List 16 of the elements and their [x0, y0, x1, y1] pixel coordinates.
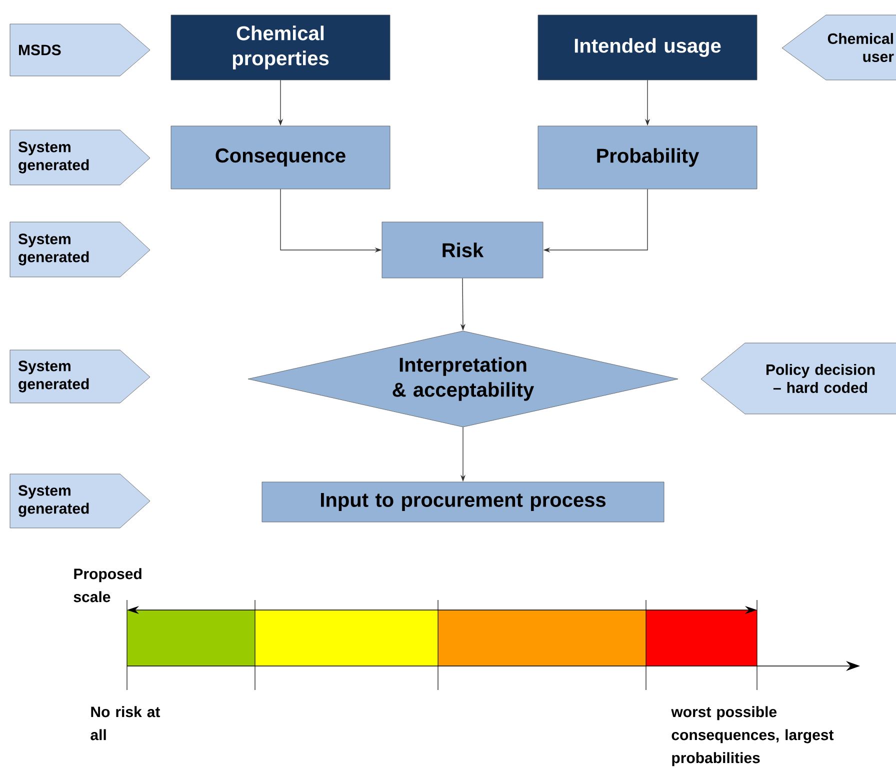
input-box: Chemical properties	[170, 14, 390, 80]
process-box: Input to procurement process	[262, 482, 664, 522]
source-tag: MSDS	[10, 24, 150, 76]
process-box: Consequence	[170, 126, 390, 190]
process-box: Risk	[382, 222, 544, 278]
source-tag: Chemical user	[782, 14, 896, 80]
source-tag: System generated	[10, 350, 150, 404]
source-tag: System generated	[10, 222, 150, 278]
source-tag: System generated	[10, 130, 150, 186]
scale-label: Proposed scale	[74, 568, 142, 602]
source-tag: System generated	[10, 474, 150, 528]
scale-label: No risk at all	[90, 706, 160, 740]
process-box: Probability	[538, 126, 758, 190]
input-box: Intended usage	[538, 14, 758, 80]
scale-label: worst possible consequences, largest probabilities	[671, 706, 834, 766]
source-tag: Policy decision – hard coded	[700, 342, 896, 414]
